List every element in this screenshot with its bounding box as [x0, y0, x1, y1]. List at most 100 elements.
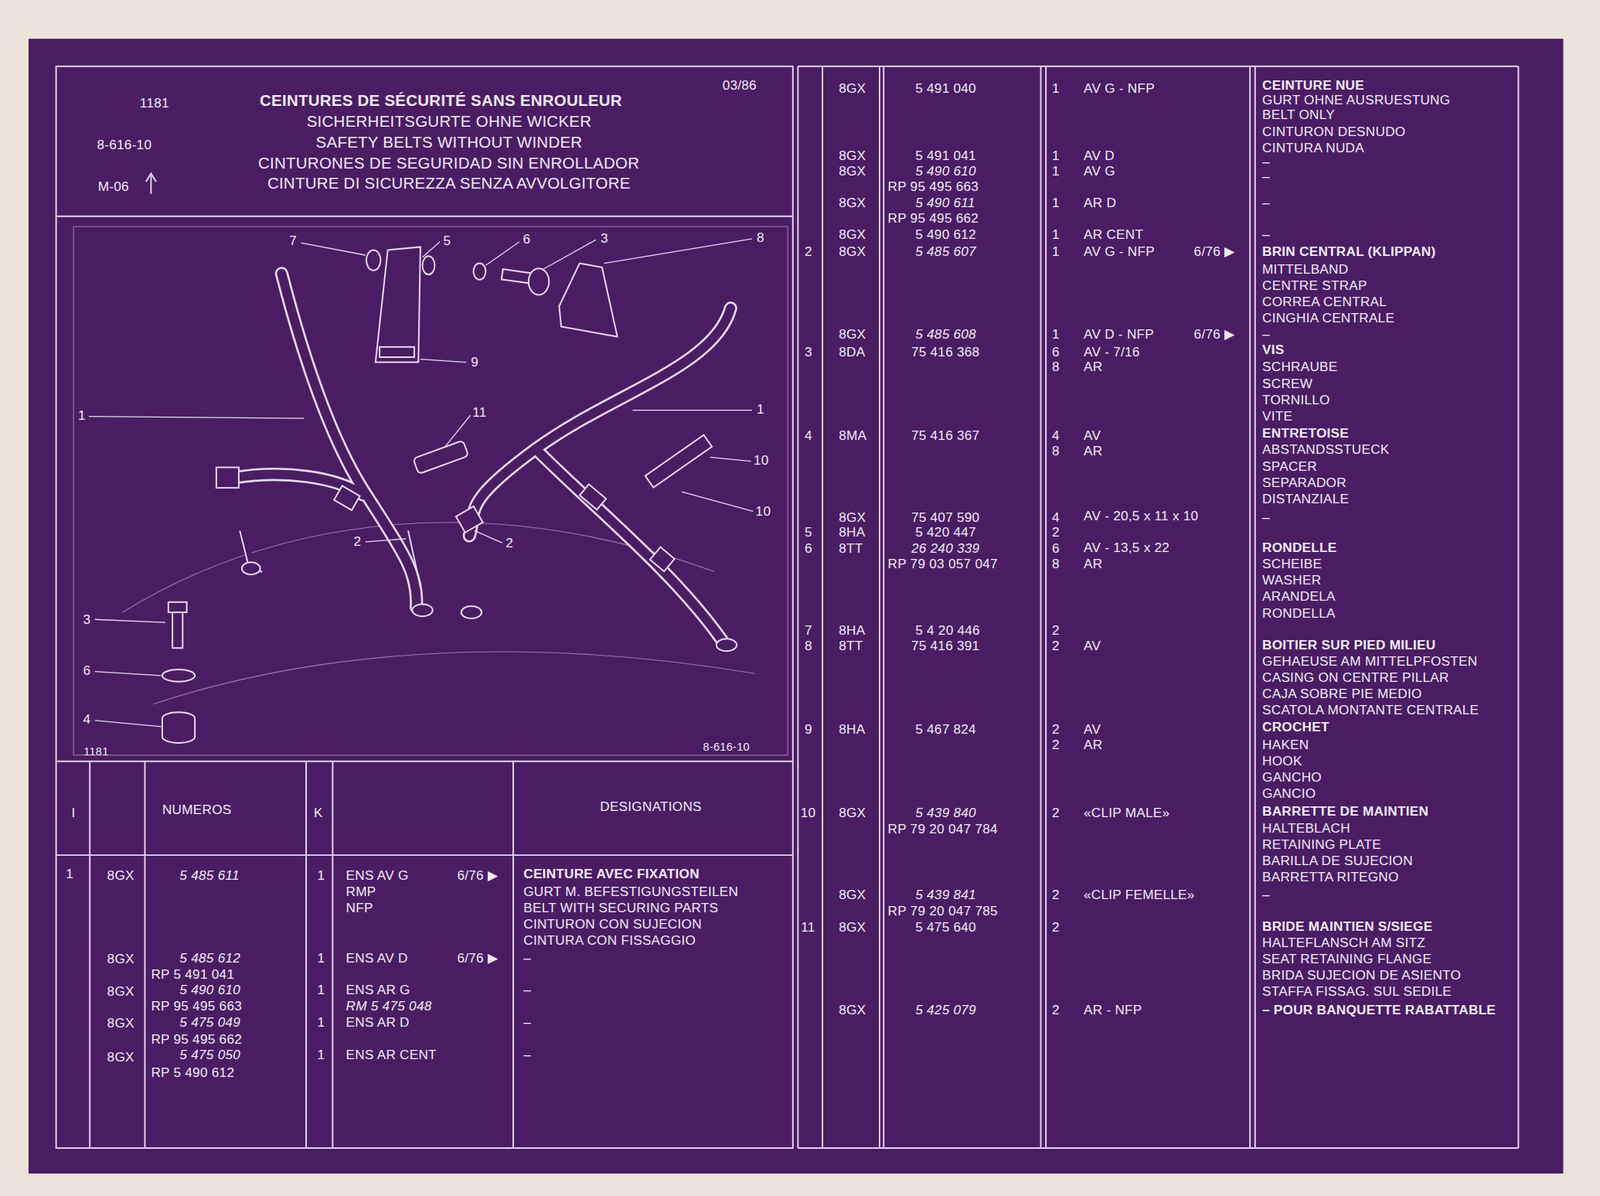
table-cell: 5 485 607 [915, 243, 977, 260]
table-cell: 9 [804, 721, 813, 738]
table-cell: AV - 20,5 x 11 x 10 [1083, 507, 1199, 525]
table-cell: 8HA [838, 622, 865, 639]
table-cell: 6/76 ▶ [1194, 243, 1236, 260]
table-cell: BARRETTA RITEGNO [1262, 869, 1400, 886]
table-cell: RP 95 495 663 [150, 997, 242, 1015]
table-cell: BRIDE MAINTIEN S/SIEGE [1262, 918, 1433, 935]
callout-number: 1 [78, 407, 86, 424]
table-cell: RP 79 20 047 784 [888, 821, 998, 838]
table-cell: 2 [1051, 524, 1060, 541]
table-cell: 5 490 610 [915, 163, 977, 180]
table-cell: 8 [1051, 442, 1060, 460]
table-cell: AV G - NFP [1083, 243, 1155, 260]
callout-number: 6 [523, 231, 532, 249]
callout-number: 4 [83, 711, 92, 728]
table-cell: 5 [804, 524, 813, 541]
table-cell: GANCIO [1262, 785, 1316, 802]
table-cell: 5 4 20 446 [915, 622, 981, 639]
table-cell: BELT WITH SECURING PARTS [523, 899, 719, 916]
table-cell: CINTURA CON FISSAGGIO [523, 932, 696, 949]
table-cell: 8 [1051, 555, 1060, 572]
table-cell: 8GX [838, 509, 866, 526]
table-cell: 8 [804, 637, 813, 654]
table-cell: 2 [1051, 1001, 1060, 1018]
table-cell: 1 [1051, 163, 1060, 180]
drawing-label: 8-616-10 [703, 740, 750, 754]
table-cell: RONDELLA [1262, 605, 1336, 622]
table-cell: 2 [804, 243, 813, 260]
table-cell: NUMEROS [162, 801, 232, 818]
table-cell: GEHAEUSE AM MITTELPFOSTEN [1262, 653, 1478, 670]
table-cell: HALTEFLANSCH AM SITZ [1262, 934, 1426, 951]
table-cell: ARANDELA [1262, 588, 1336, 606]
table-cell: 1 [317, 981, 326, 998]
table-cell: «CLIP MALE» [1083, 804, 1170, 821]
table-cell: ENS AR D [346, 1014, 410, 1031]
table-cell: – [523, 981, 532, 998]
table-cell: SCATOLA MONTANTE CENTRALE [1262, 701, 1479, 719]
table-cell: NFP [346, 899, 374, 916]
heading-text: 1181 [139, 95, 170, 112]
table-cell: I [71, 804, 75, 821]
table-cell: 8GX [838, 804, 866, 821]
table-cell: HOOK [1262, 752, 1303, 770]
table-cell: VIS [1262, 341, 1284, 358]
heading-text: 03/86 [722, 77, 757, 94]
callout-number: 3 [83, 611, 92, 628]
table-cell: 1 [317, 949, 326, 967]
heading-text: CINTURE DI SICUREZZA SENZA AVVOLGITORE [267, 174, 631, 194]
table-cell: 5 490 610 [179, 981, 241, 998]
table-cell: HAKEN [1262, 736, 1309, 753]
table-cell: 2 [1051, 622, 1060, 639]
table-cell: CASING ON CENTRE PILLAR [1262, 669, 1450, 686]
table-cell: RP 95 495 662 [150, 1031, 242, 1048]
table-cell: 5 485 611 [179, 867, 239, 884]
table-cell: 8GX [838, 194, 866, 212]
callout-number: 7 [289, 232, 297, 249]
table-cell: 8GX [838, 326, 866, 343]
table-cell: SEPARADOR [1262, 474, 1347, 491]
heading-text: M-06 [98, 178, 130, 195]
table-cell: AR [1083, 359, 1103, 376]
table-cell: AV D - NFP [1083, 326, 1155, 343]
table-cell: – [523, 949, 532, 967]
table-cell: 8TT [838, 637, 863, 654]
table-cell: RONDELLE [1262, 539, 1338, 556]
table-cell: 1 [1051, 226, 1060, 243]
table-cell: – [1262, 194, 1270, 212]
heading-text: SAFETY BELTS WITHOUT WINDER [316, 133, 583, 153]
table-cell: CENTRE STRAP [1262, 277, 1368, 294]
table-cell: 1 [317, 1014, 326, 1031]
table-cell: 3 [804, 343, 813, 361]
table-cell: ENS AR CENT [346, 1046, 437, 1063]
table-cell: 75 416 368 [911, 343, 981, 361]
table-cell: 5 490 612 [915, 226, 977, 243]
table-cell: ENS AV G [346, 867, 409, 884]
table-cell: 1 [1051, 147, 1060, 164]
table-cell: GURT OHNE AUSRUESTUNG [1262, 91, 1451, 109]
table-cell: 2 [1051, 804, 1060, 821]
table-cell: 5 425 079 [915, 1001, 977, 1018]
table-cell: CAJA SOBRE PIE MEDIO [1262, 685, 1423, 702]
table-cell: 8GX [838, 919, 866, 936]
table-cell: 8 [1051, 359, 1060, 376]
table-cell: AR [1083, 555, 1103, 572]
table-cell: ENS AR G [346, 981, 411, 998]
callout-number: 9 [470, 354, 479, 371]
table-cell: – [1262, 509, 1270, 526]
table-cell: 1 [1051, 243, 1060, 260]
table-cell: 8GX [838, 243, 866, 260]
table-cell: 8GX [838, 226, 866, 243]
table-cell: ENS AV D [346, 949, 409, 967]
table-cell: 1 [1051, 80, 1060, 97]
table-cell: 5 490 611 [915, 194, 975, 212]
table-cell: 5 467 824 [915, 721, 977, 738]
table-cell: 6 [1051, 343, 1060, 361]
table-cell: 7 [804, 622, 813, 639]
table-cell: CINTURA NUDA [1262, 139, 1365, 157]
heading-text: CINTURONES DE SEGURIDAD SIN ENROLLADOR [258, 153, 640, 173]
table-cell: 1 [1051, 194, 1060, 212]
table-cell: 2 [1051, 637, 1060, 654]
table-cell: BOITIER SUR PIED MILIEU [1262, 636, 1436, 654]
